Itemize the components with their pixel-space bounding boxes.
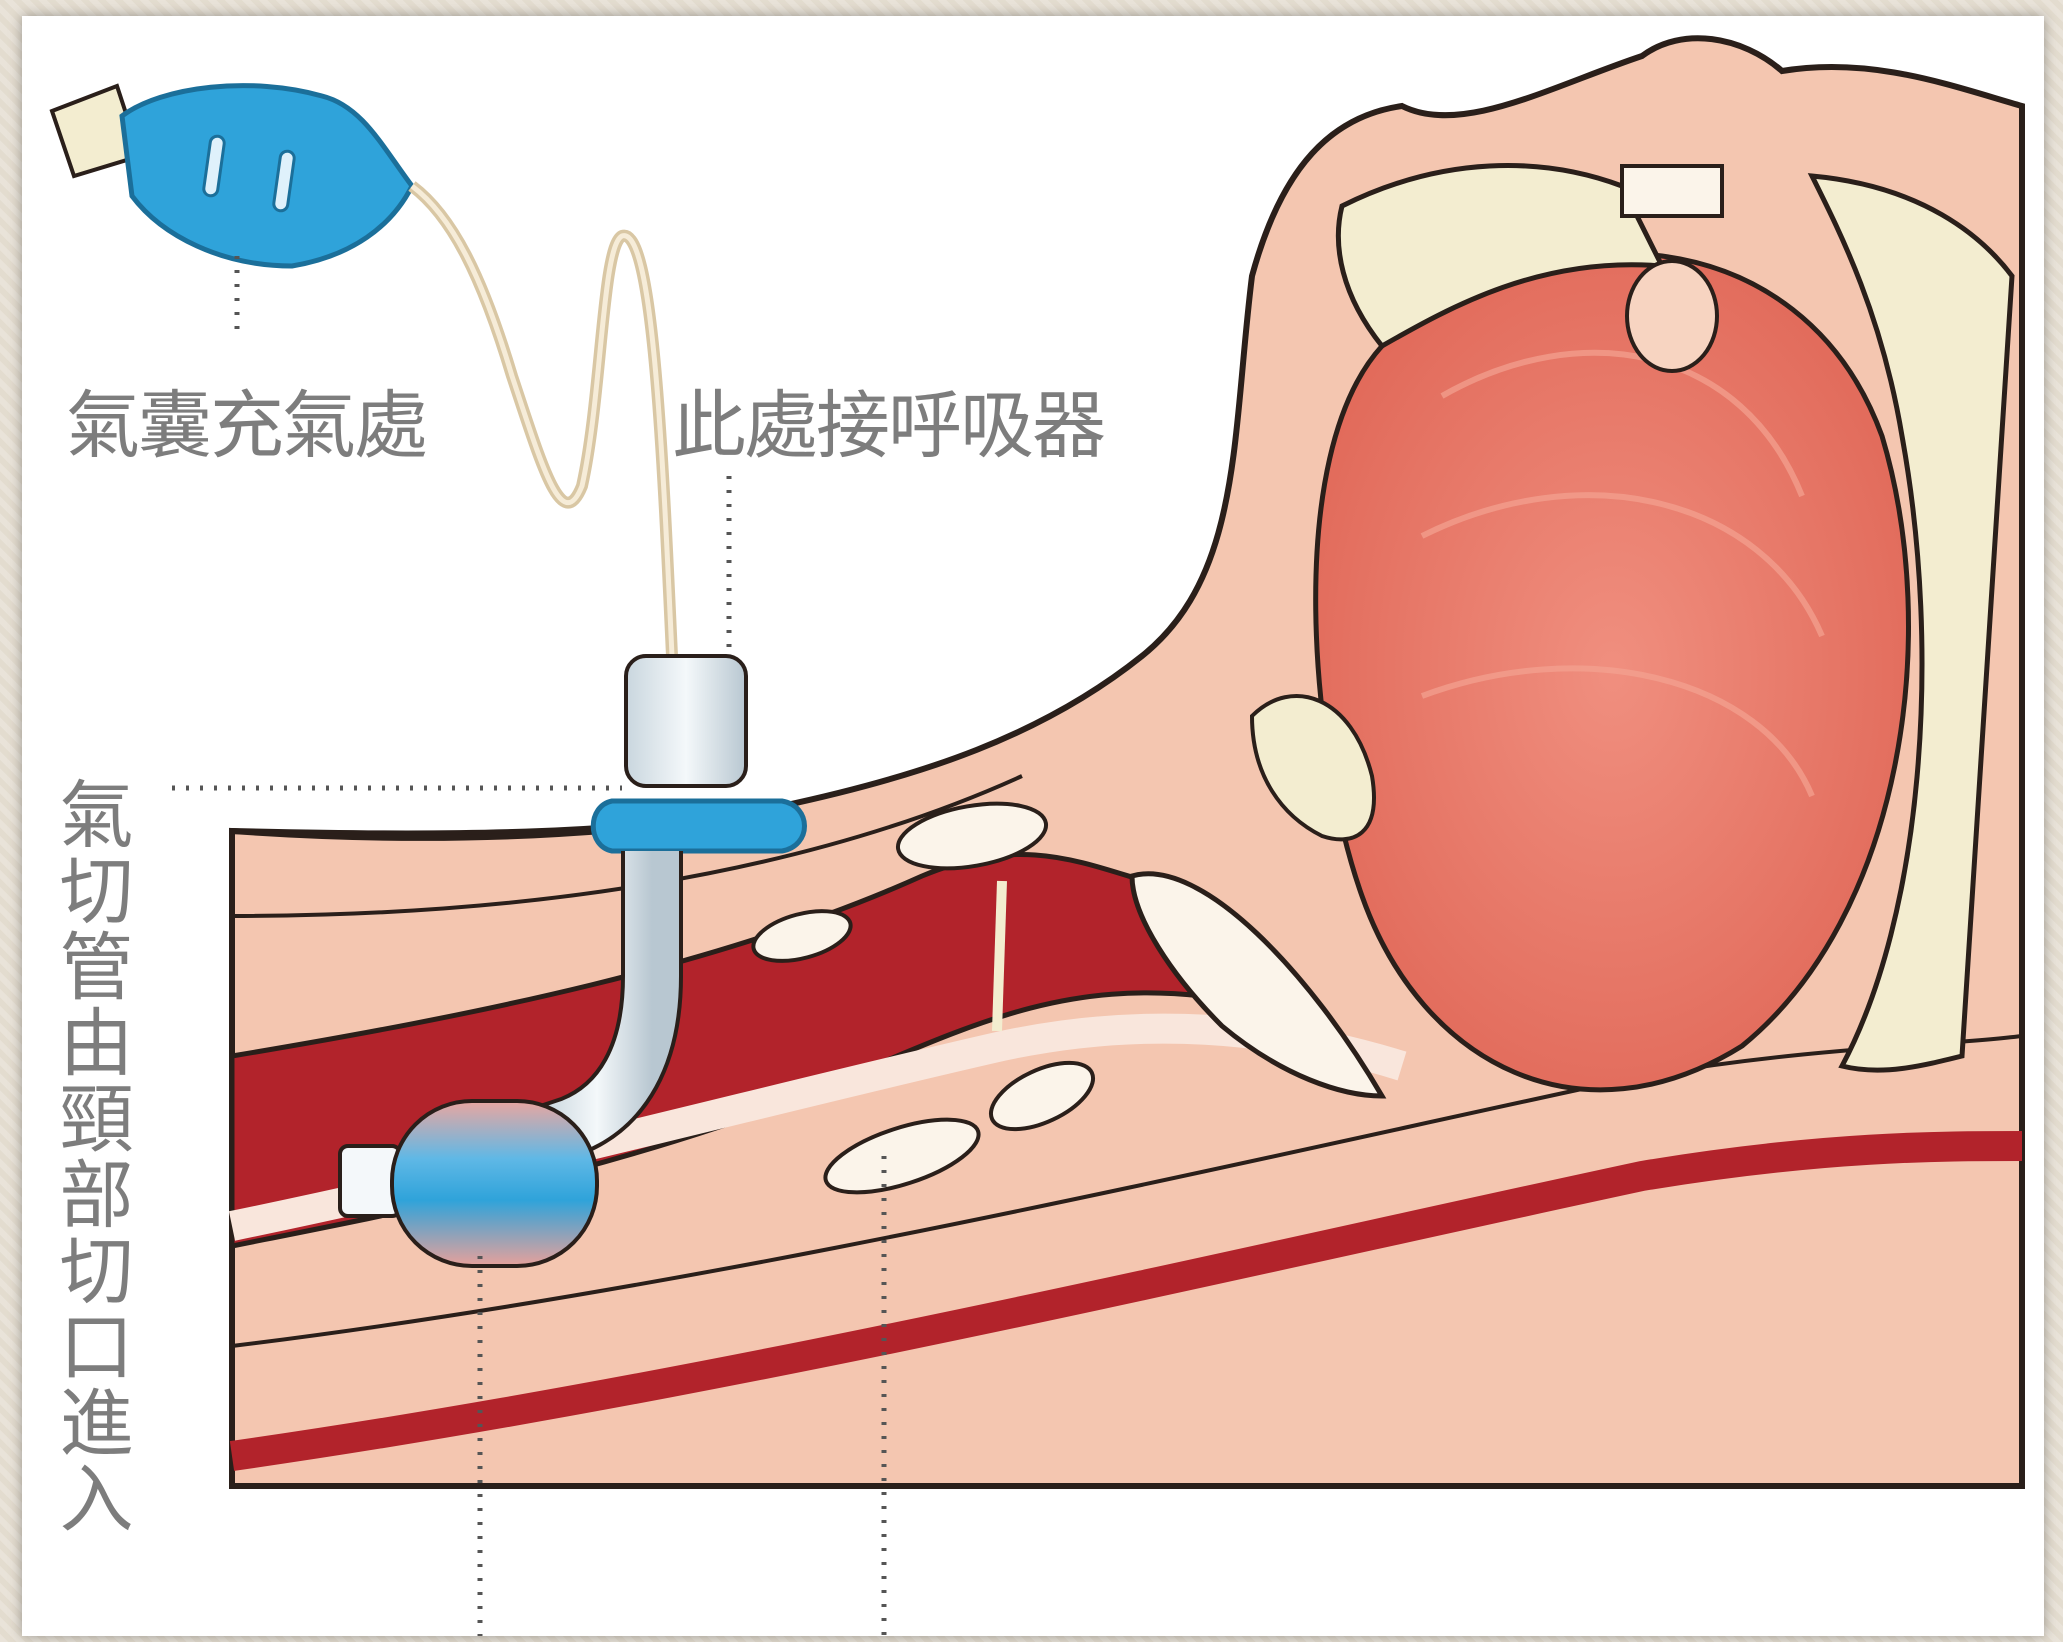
diagram-panel: 氣囊充氣處 此處接呼吸器 氣切管由頸部切口進入 <box>22 16 2044 1636</box>
tube-entry-label: 氣切管由頸部切口進入 <box>64 776 144 1536</box>
tracheostomy-diagram <box>22 16 2044 1636</box>
cuff-inflation-label: 氣囊充氣處 <box>66 366 426 473</box>
ventilator-connection-label: 此處接呼吸器 <box>672 366 1104 473</box>
